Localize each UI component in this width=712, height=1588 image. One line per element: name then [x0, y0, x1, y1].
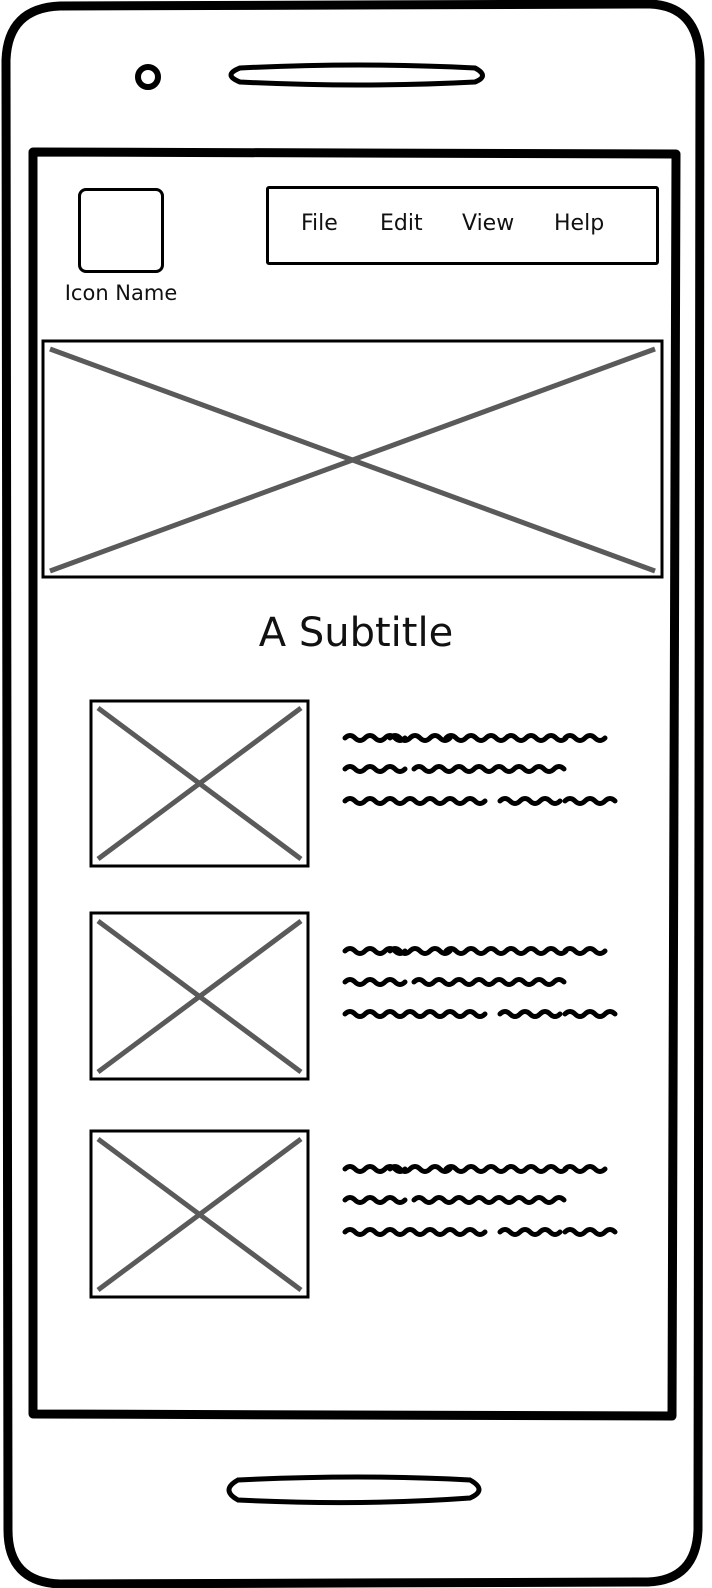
icon-label: Icon Name: [64, 281, 178, 305]
menu-item-help[interactable]: Help: [554, 211, 605, 236]
camera-icon: [135, 64, 161, 90]
placeholder-text: [342, 1164, 618, 1237]
placeholder-text: [342, 946, 618, 1019]
subtitle: A Subtitle: [258, 610, 454, 656]
menu-item-view[interactable]: View: [462, 211, 515, 236]
list-item: [89, 699, 618, 868]
menu-bar: [266, 186, 659, 265]
list-item: [89, 911, 618, 1081]
menu-item-file[interactable]: File: [301, 211, 338, 236]
app-icon[interactable]: [78, 188, 164, 273]
menu-item-edit[interactable]: Edit: [380, 211, 423, 236]
list-item: [89, 1129, 618, 1299]
placeholder-text: [342, 733, 618, 806]
